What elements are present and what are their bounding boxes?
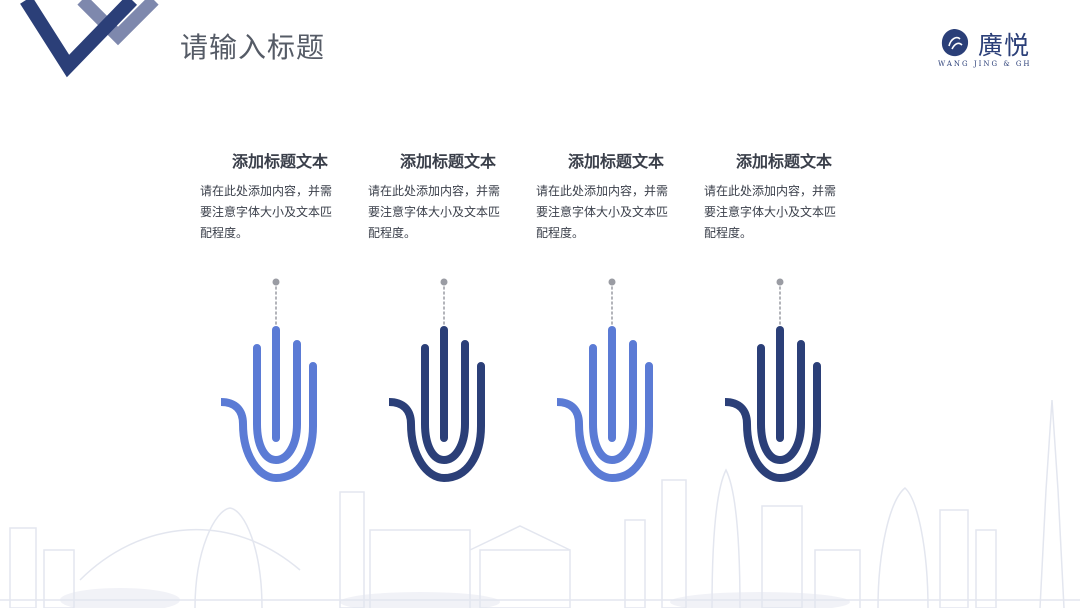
hand-icon xyxy=(221,278,317,483)
column-body: 请在此处添加内容，并需要注意字体大小及文本匹配程度。 xyxy=(704,184,837,240)
logo-name: 廣悦 xyxy=(978,31,1031,60)
column-title: 添加标题文本 xyxy=(231,152,328,171)
corner-chevron-decoration xyxy=(20,0,159,78)
column-title: 添加标题文本 xyxy=(399,152,496,171)
logo-emblem-icon xyxy=(941,29,969,57)
column-body: 请在此处添加内容，并需要注意字体大小及文本匹配程度。 xyxy=(200,184,333,240)
feature-column-4: 添加标题文本 请在此处添加内容，并需要注意字体大小及文本匹配程度。 xyxy=(704,148,850,244)
column-title: 添加标题文本 xyxy=(567,152,664,171)
logo-subtitle: WANG JING & GH xyxy=(938,60,1032,68)
hand-icon xyxy=(725,278,821,483)
feature-column-2: 添加标题文本 请在此处添加内容，并需要注意字体大小及文本匹配程度。 xyxy=(368,148,514,244)
feature-column-3: 添加标题文本 请在此处添加内容，并需要注意字体大小及文本匹配程度。 xyxy=(536,148,682,244)
hand-icon xyxy=(557,278,653,483)
brand-logo: 廣悦 WANG JING & GH xyxy=(938,26,1048,72)
column-body: 请在此处添加内容，并需要注意字体大小及文本匹配程度。 xyxy=(536,184,669,240)
column-title: 添加标题文本 xyxy=(735,152,832,171)
city-skyline-illustration xyxy=(0,400,1080,608)
page-title: 请输入标题 xyxy=(180,31,326,64)
hand-icon xyxy=(389,278,485,483)
feature-column-1: 添加标题文本 请在此处添加内容，并需要注意字体大小及文本匹配程度。 xyxy=(200,148,346,244)
column-body: 请在此处添加内容，并需要注意字体大小及文本匹配程度。 xyxy=(368,184,501,240)
